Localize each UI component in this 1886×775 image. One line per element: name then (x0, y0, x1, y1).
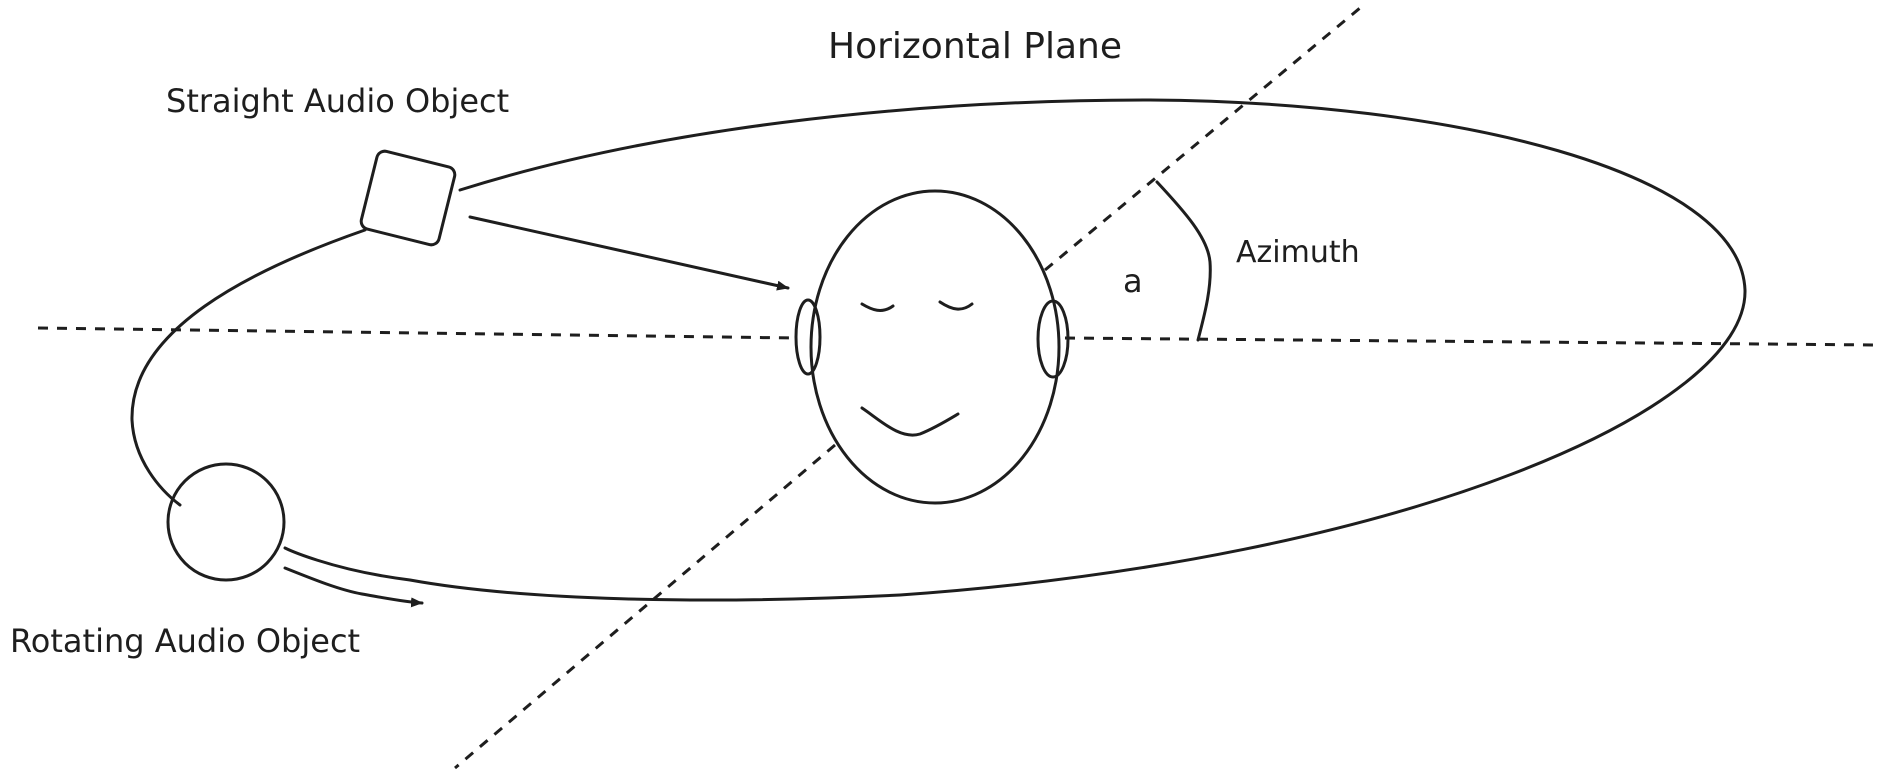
rotating-audio-object-circle (166, 462, 286, 582)
diagonal-axis-lower (454, 443, 836, 770)
right-ear (1036, 299, 1070, 379)
right-closed-eye (938, 300, 974, 311)
straight-audio-object-label: Straight Audio Object (166, 82, 509, 120)
azimuth-angle-arc (1155, 180, 1212, 342)
left-closed-eye (860, 302, 895, 312)
title-label: Horizontal Plane (828, 26, 1122, 67)
horizontal-plane-ellipse (283, 98, 1747, 602)
straight-audio-object-square (359, 149, 457, 247)
horizontal-axis-right (1064, 336, 1881, 347)
left-ear (794, 298, 822, 376)
azimuth-label: Azimuth (1236, 235, 1360, 270)
angle-symbol-label: a (1123, 262, 1143, 300)
listener-head (809, 189, 1061, 505)
horizontal-plane-ellipse-left (130, 228, 367, 507)
straight-path-arrow (468, 215, 790, 291)
rotating-audio-object-label: Rotating Audio Object (10, 622, 360, 660)
rotation-direction-arrow (283, 566, 424, 608)
smiling-mouth (860, 406, 960, 437)
horizontal-axis-left (37, 326, 796, 340)
